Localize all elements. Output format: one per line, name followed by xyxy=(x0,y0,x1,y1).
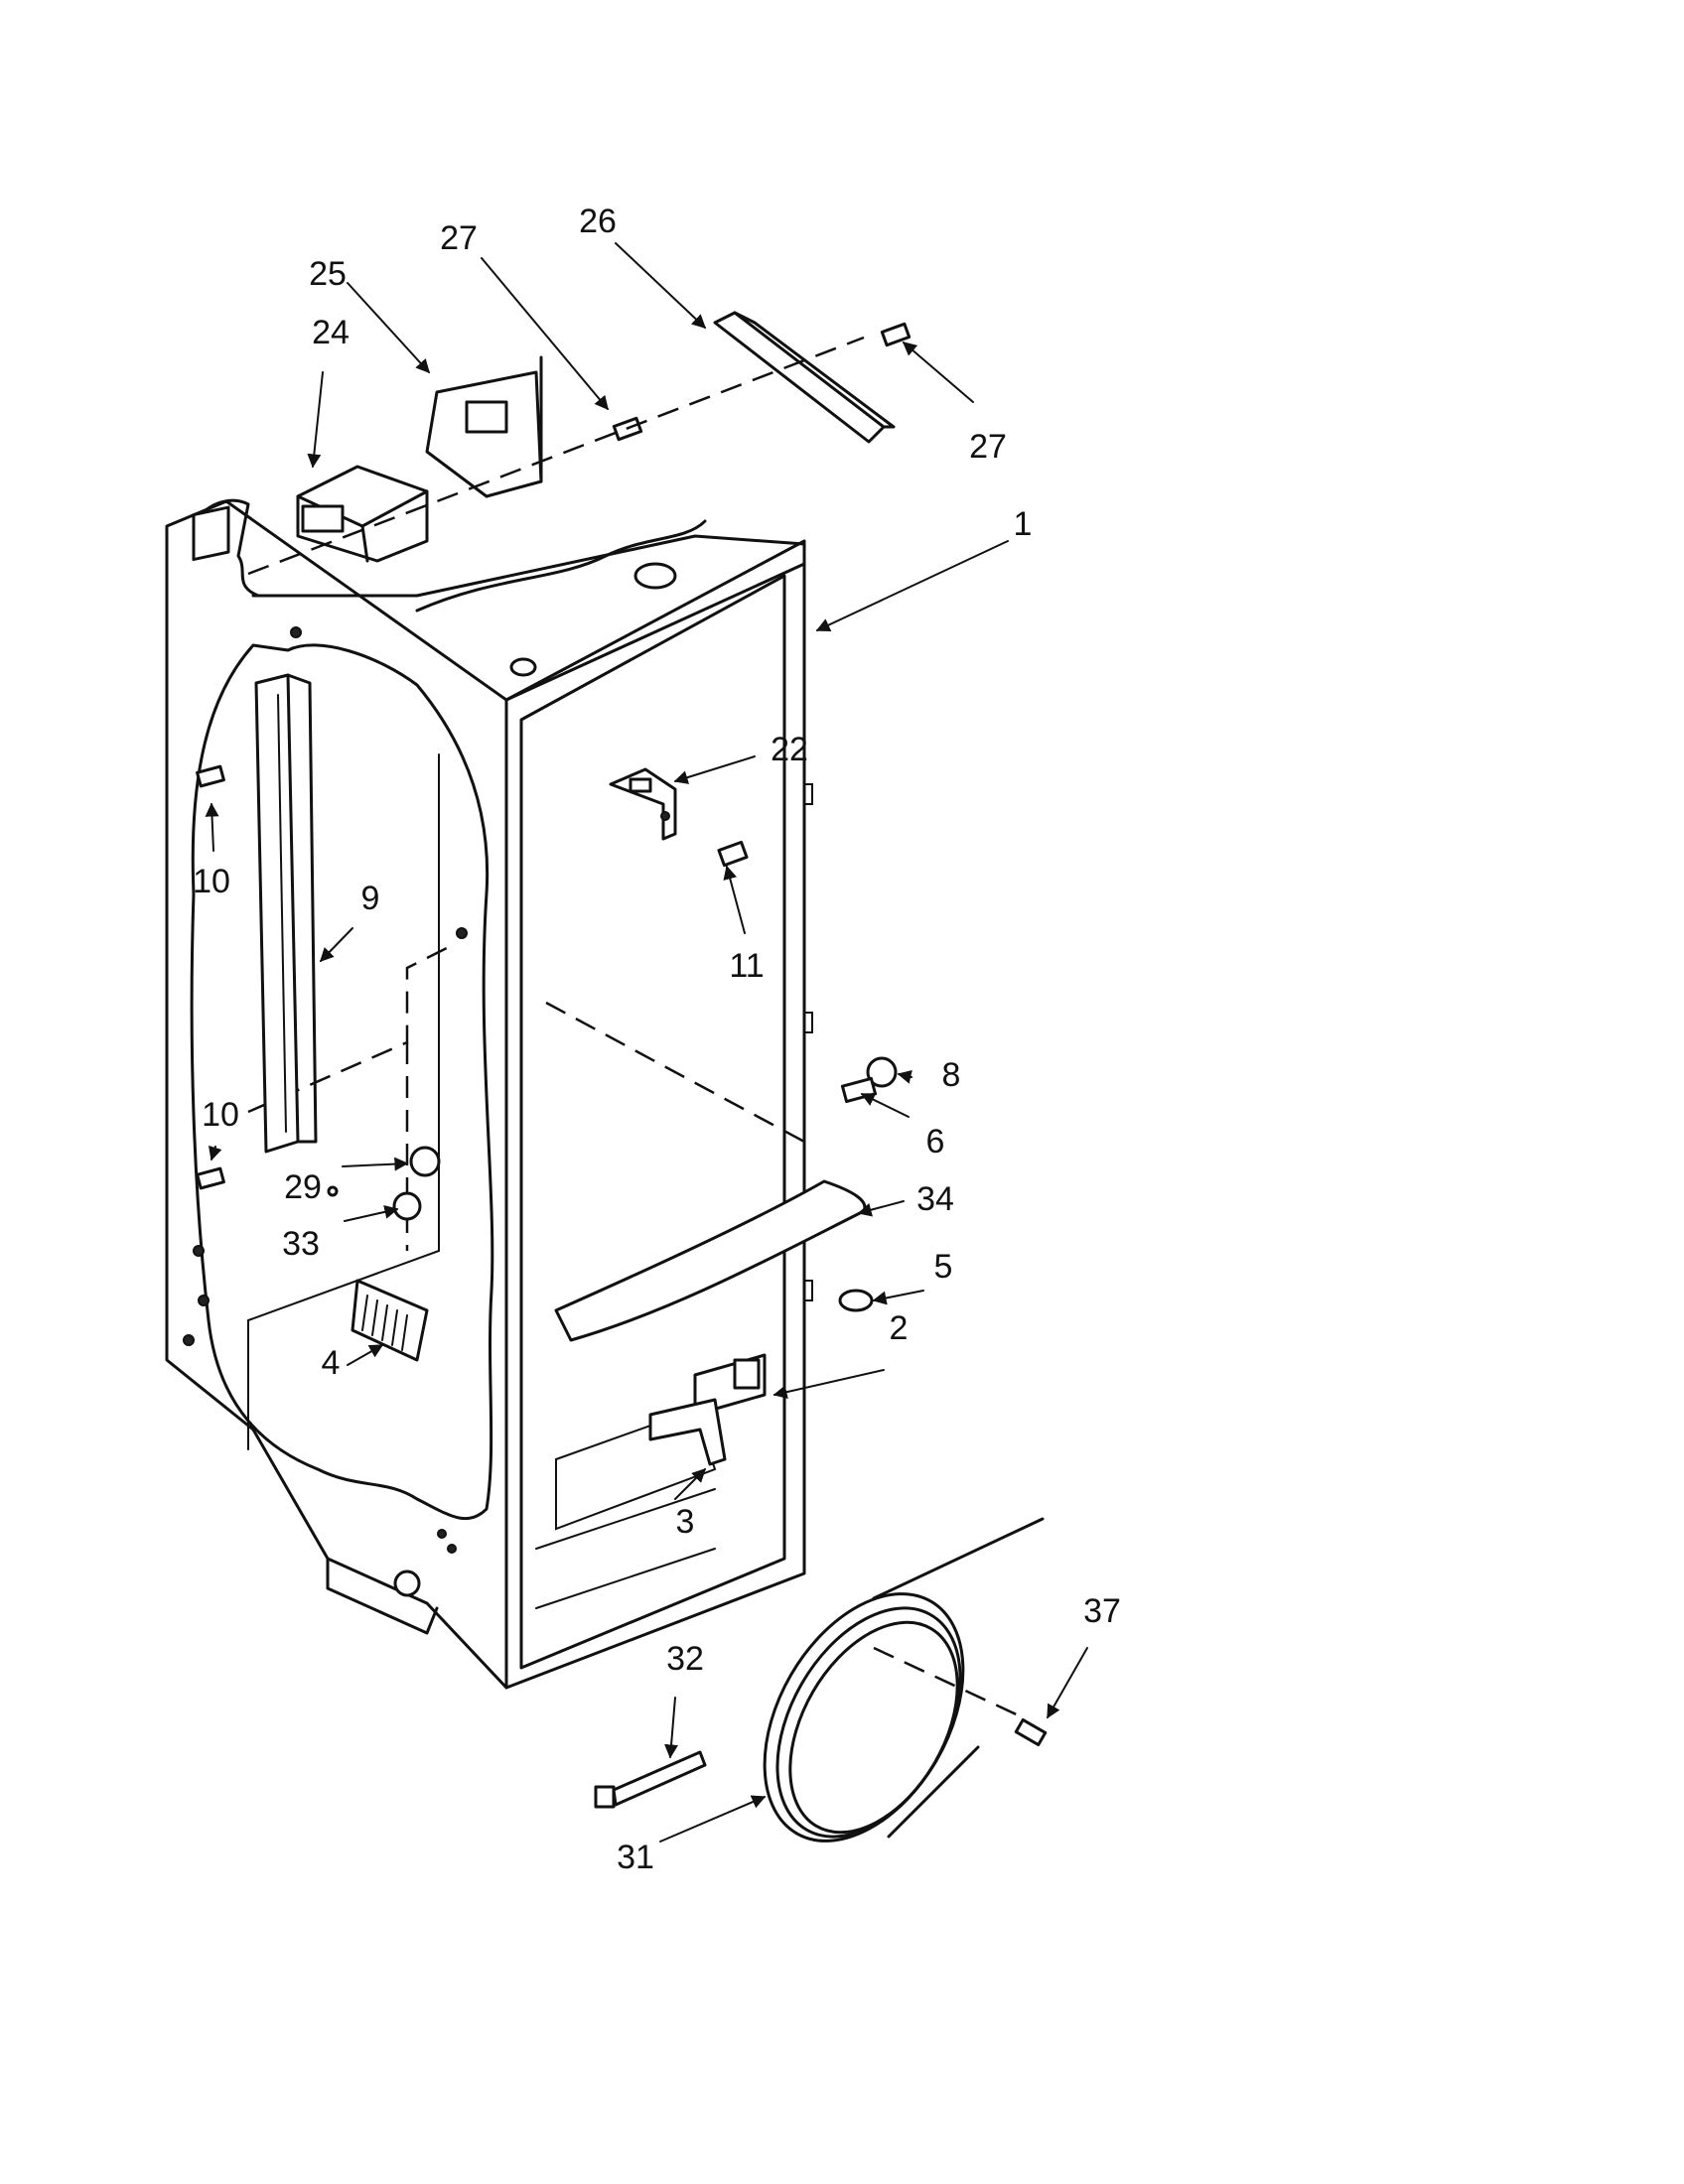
callout-22: 22 xyxy=(771,731,808,768)
callout-9: 9 xyxy=(361,880,380,917)
trim-rail-part xyxy=(713,311,896,444)
light-socket-part xyxy=(327,1146,441,1221)
callout-3: 3 xyxy=(676,1503,695,1541)
control-housing-part xyxy=(296,465,429,563)
callout-24: 24 xyxy=(312,314,350,351)
bracket-3-part xyxy=(648,1398,727,1466)
cover-34-part xyxy=(554,1179,867,1342)
callout-32: 32 xyxy=(666,1640,704,1678)
callout-27b: 27 xyxy=(969,428,1007,466)
callout-10b: 10 xyxy=(202,1096,239,1134)
callout-25: 25 xyxy=(309,255,347,293)
roller-part xyxy=(840,1056,898,1104)
vent-part xyxy=(351,1279,429,1362)
callout-33: 33 xyxy=(282,1225,320,1263)
callout-2: 2 xyxy=(890,1309,909,1347)
callout-29: 29 xyxy=(284,1168,322,1206)
callout-1: 1 xyxy=(1014,505,1033,543)
callout-27a: 27 xyxy=(440,219,478,257)
shelf-ladder xyxy=(254,673,318,1154)
callout-6: 6 xyxy=(926,1123,945,1160)
bracket-part xyxy=(425,355,543,498)
callout-34: 34 xyxy=(916,1180,954,1218)
callout-10a: 10 xyxy=(193,863,230,900)
callout-37: 37 xyxy=(1083,1592,1121,1630)
callout-31: 31 xyxy=(617,1839,654,1876)
callout-8: 8 xyxy=(942,1056,961,1094)
callout-5: 5 xyxy=(934,1248,953,1286)
screw-37-part xyxy=(1014,1717,1048,1747)
callout-4: 4 xyxy=(322,1344,341,1382)
callout-labels: 1 2 3 4 5 6 8 9 10 10 11 22 24 25 26 27 … xyxy=(193,203,1121,1876)
leader-lines xyxy=(205,242,1088,1843)
cabinet-shell xyxy=(165,498,813,1690)
screw-part-top xyxy=(612,322,912,442)
bracket-22-part xyxy=(609,767,749,868)
callout-11: 11 xyxy=(729,947,764,985)
tie-strap-part xyxy=(594,1750,707,1809)
screw-10-parts xyxy=(196,764,225,1190)
callout-26: 26 xyxy=(579,203,617,240)
nut-part xyxy=(838,1289,874,1312)
water-tubing-coil xyxy=(763,1517,1045,1843)
